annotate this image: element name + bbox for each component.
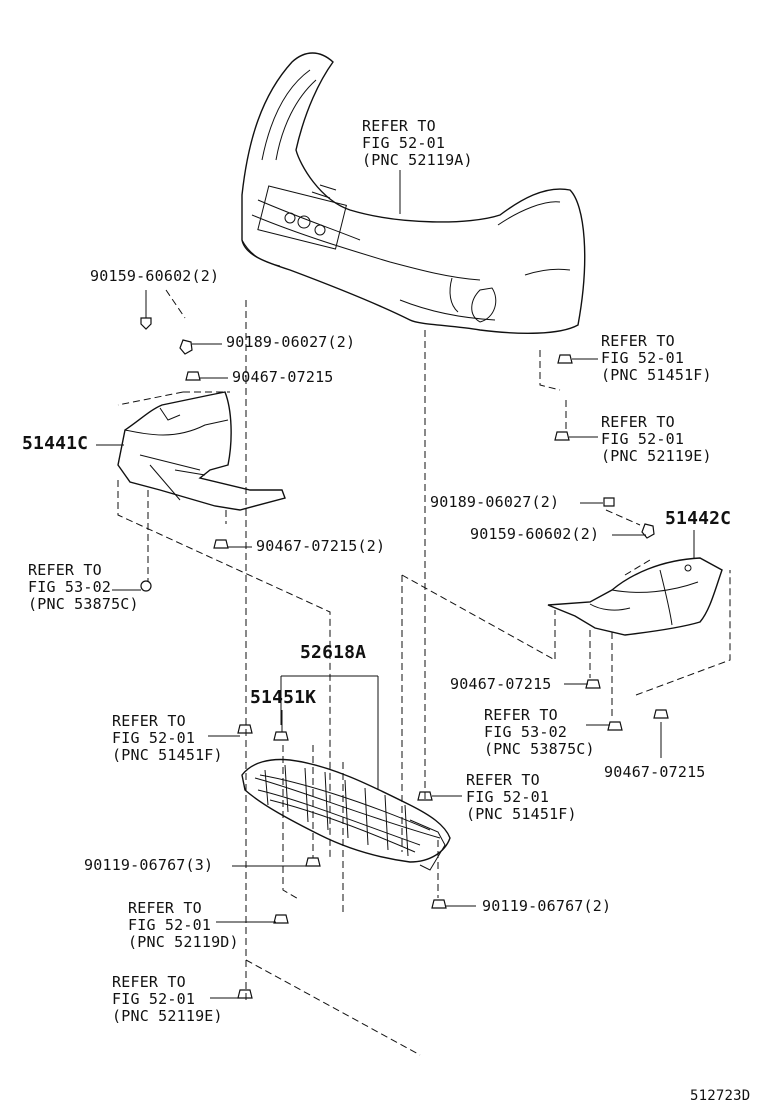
label-90159-right: 90159-60602(2) <box>470 525 600 543</box>
label-ref-53875C-right: REFER TO FIG 53-02 (PNC 53875C) <box>484 706 595 758</box>
label-ref-52119D: REFER TO FIG 52-01 (PNC 52119D) <box>128 899 239 951</box>
label-90467-b: 90467-07215(2) <box>256 537 386 555</box>
leader-lines <box>96 170 695 999</box>
label-ref-51451F-left: REFER TO FIG 52-01 (PNC 51451F) <box>112 712 223 764</box>
label-ref-51451F-right-top: REFER TO FIG 52-01 (PNC 51451F) <box>601 332 712 384</box>
label-bumper-ref: REFER TO FIG 52-01 (PNC 52119A) <box>362 117 473 169</box>
right-under-cover <box>547 557 723 636</box>
label-51442C: 51442C <box>665 508 732 529</box>
figure-id: 512723D <box>690 1088 751 1104</box>
label-ref-53875C-left: REFER TO FIG 53-02 (PNC 53875C) <box>28 561 139 613</box>
label-90189-left: 90189-06027(2) <box>226 333 356 351</box>
label-90467-c: 90467-07215 <box>450 675 552 693</box>
label-51451K: 51451K <box>250 687 317 708</box>
front-bumper-cover <box>241 52 586 334</box>
label-51441C: 51441C <box>22 433 89 454</box>
label-90119-left: 90119-06767(3) <box>84 856 214 874</box>
label-52618A: 52618A <box>300 642 367 663</box>
fasteners <box>140 317 669 999</box>
label-ref-51451F-mid: REFER TO FIG 52-01 (PNC 51451F) <box>466 771 577 823</box>
label-90159-left: 90159-60602(2) <box>90 267 220 285</box>
center-under-cover <box>241 758 451 871</box>
label-90467-d: 90467-07215 <box>604 763 706 781</box>
label-ref-52119E-bottom: REFER TO FIG 52-01 (PNC 52119E) <box>112 973 223 1025</box>
label-ref-52119E-right: REFER TO FIG 52-01 (PNC 52119E) <box>601 413 712 465</box>
label-90119-right: 90119-06767(2) <box>482 897 612 915</box>
assembly-lines <box>117 289 731 1056</box>
left-under-cover <box>117 391 286 511</box>
label-90189-right: 90189-06027(2) <box>430 493 560 511</box>
label-90467-a: 90467-07215 <box>232 368 334 386</box>
